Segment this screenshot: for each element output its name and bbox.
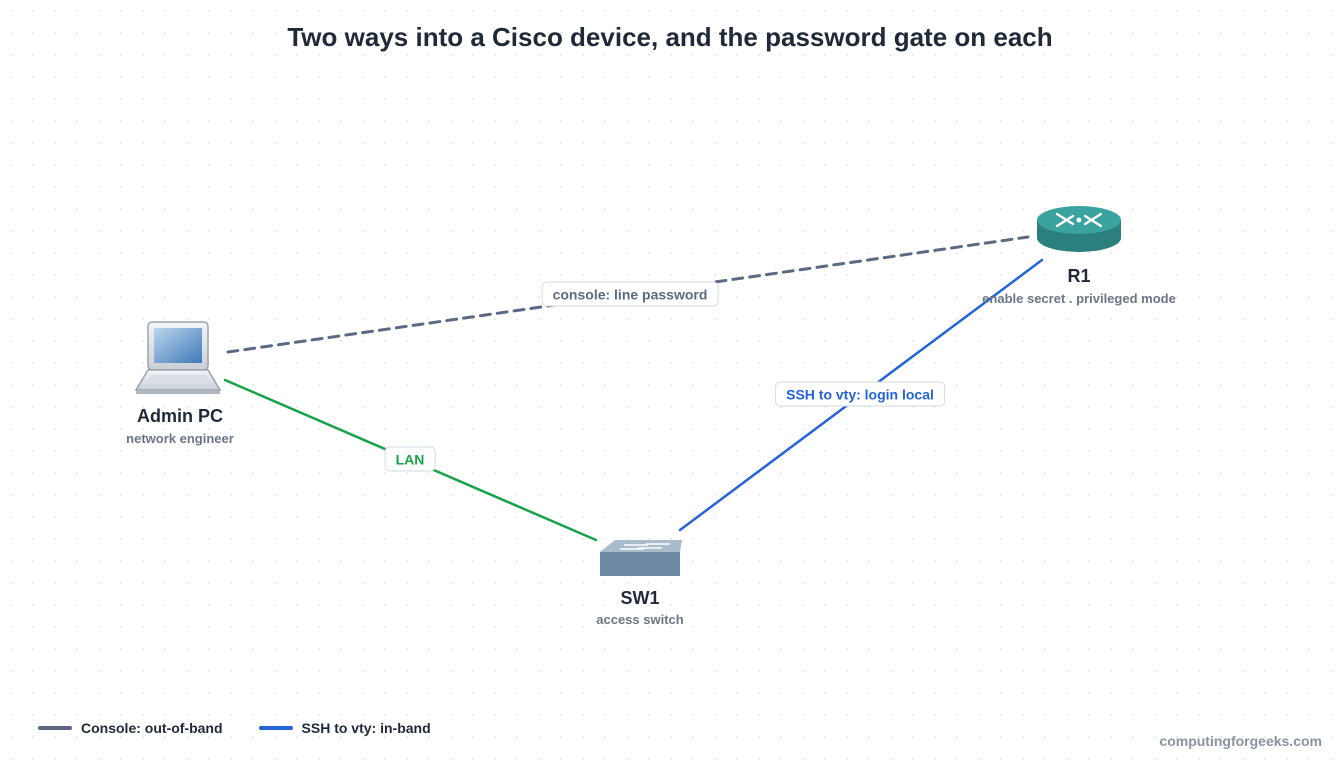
laptop-icon	[134, 321, 222, 394]
legend: Console: out-of-band SSH to vty: in-band	[38, 720, 431, 736]
edge-label-lan: LAN	[384, 446, 436, 472]
legend-item-console: Console: out-of-band	[38, 720, 223, 736]
node-subtitle-sw1: access switch	[596, 612, 684, 627]
legend-label-ssh: SSH to vty: in-band	[301, 720, 431, 736]
switch-icon	[600, 540, 682, 576]
node-name-sw1: SW1	[620, 588, 660, 608]
edge-label-console: console: line password	[541, 281, 719, 307]
watermark: computingforgeeks.com	[1159, 733, 1322, 749]
legend-label-console: Console: out-of-band	[81, 720, 223, 736]
node-name-admin-pc: Admin PC	[136, 406, 223, 426]
legend-item-ssh: SSH to vty: in-band	[258, 720, 431, 736]
edge-label-ssh: SSH to vty: login local	[775, 381, 945, 407]
node-name-r1: R1	[1067, 266, 1091, 286]
node-subtitle-r1: enable secret . privileged mode	[982, 291, 1176, 306]
legend-swatch-ssh	[258, 726, 293, 730]
router-icon	[1037, 206, 1121, 252]
node-subtitle-admin-pc: network engineer	[126, 431, 234, 446]
diagram-title: Two ways into a Cisco device, and the pa…	[287, 22, 1053, 52]
edge-console	[226, 235, 1030, 354]
legend-swatch-console	[38, 726, 72, 730]
